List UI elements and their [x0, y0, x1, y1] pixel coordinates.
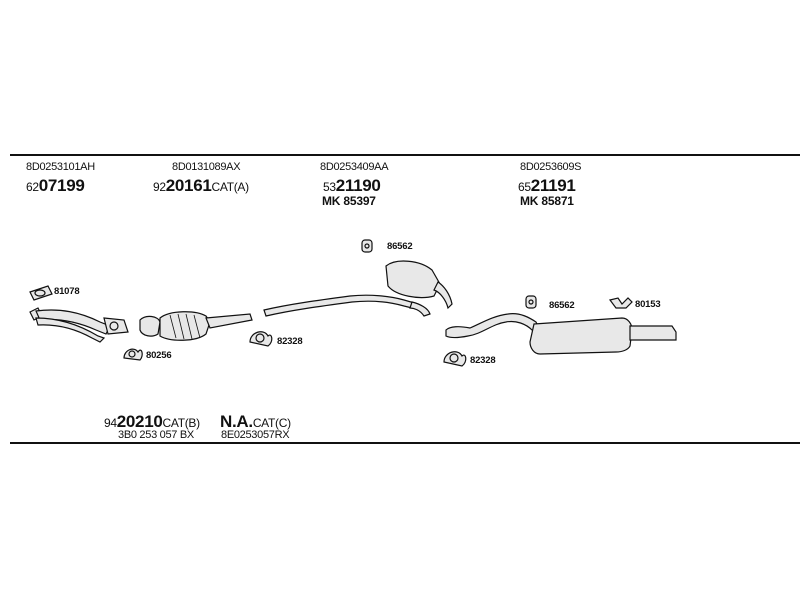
part-number: 5321190: [323, 177, 381, 194]
part-number-main: 20210: [116, 412, 163, 431]
middle-clamp-icon: [249, 331, 273, 347]
oe-number: 8D0253101AH: [26, 161, 95, 173]
part-number-main: N.A.: [220, 412, 253, 431]
callout-clamp-front: 80256: [146, 350, 172, 361]
part-number-prefix: 65: [518, 180, 531, 194]
part-number: 9420210CAT(B): [104, 413, 200, 430]
top-rule: [10, 154, 800, 156]
callout-rubber-rear: 80153: [635, 299, 661, 310]
oe-number: 8D0253409AA: [320, 161, 389, 173]
part-number-prefix: 92: [153, 180, 166, 194]
intermediate-pipe-icon: [263, 294, 421, 317]
mount-kit-number: MK 85397: [322, 194, 376, 208]
part-number: 6207199: [26, 177, 85, 194]
oe-number: 8D0131089AX: [172, 161, 241, 173]
part-number-suffix: CAT(B): [162, 416, 201, 430]
front-gasket-icon: [29, 285, 53, 301]
callout-gasket-front: 81078: [54, 286, 80, 297]
part-number-suffix: CAT(C): [252, 416, 291, 430]
center-muffler-icon: [385, 260, 453, 317]
part-number: 9220161CAT(A): [153, 177, 249, 194]
part-number: 6521191: [518, 177, 576, 194]
mount-kit-number: MK 85871: [520, 194, 574, 208]
part-number-main: 07199: [38, 176, 85, 195]
front-clamp-icon: [123, 348, 143, 361]
middle-hanger-icon: [361, 239, 373, 253]
part-number: N.A.CAT(C): [220, 413, 291, 430]
rear-rubber-mount-icon: [608, 297, 633, 309]
rear-clamp-icon: [443, 351, 467, 367]
bottom-rule: [10, 442, 800, 444]
rear-muffler-icon: [529, 317, 677, 355]
oe-number: 3B0 253 057 BX: [118, 429, 194, 441]
catalytic-converter-icon: [139, 311, 253, 341]
callout-clamp-mid: 82328: [277, 336, 303, 347]
part-number-main: 20161: [165, 176, 212, 195]
rear-hanger-icon: [525, 295, 537, 309]
callout-clamp-rear: 82328: [470, 355, 496, 366]
callout-hanger-mid: 86562: [387, 241, 413, 252]
rear-pipe-icon: [445, 313, 541, 339]
part-number-main: 21190: [335, 176, 381, 195]
part-number-suffix: CAT(A): [211, 180, 250, 194]
part-number-prefix: 53: [323, 180, 336, 194]
oe-number: 8D0253609S: [520, 161, 582, 173]
part-number-prefix: 62: [26, 180, 39, 194]
oe-number: 8E0253057RX: [221, 429, 290, 441]
part-number-main: 21191: [530, 176, 576, 195]
front-pipe-icon: [29, 307, 129, 343]
callout-hanger-rear: 86562: [549, 300, 575, 311]
part-number-prefix: 94: [104, 416, 117, 430]
